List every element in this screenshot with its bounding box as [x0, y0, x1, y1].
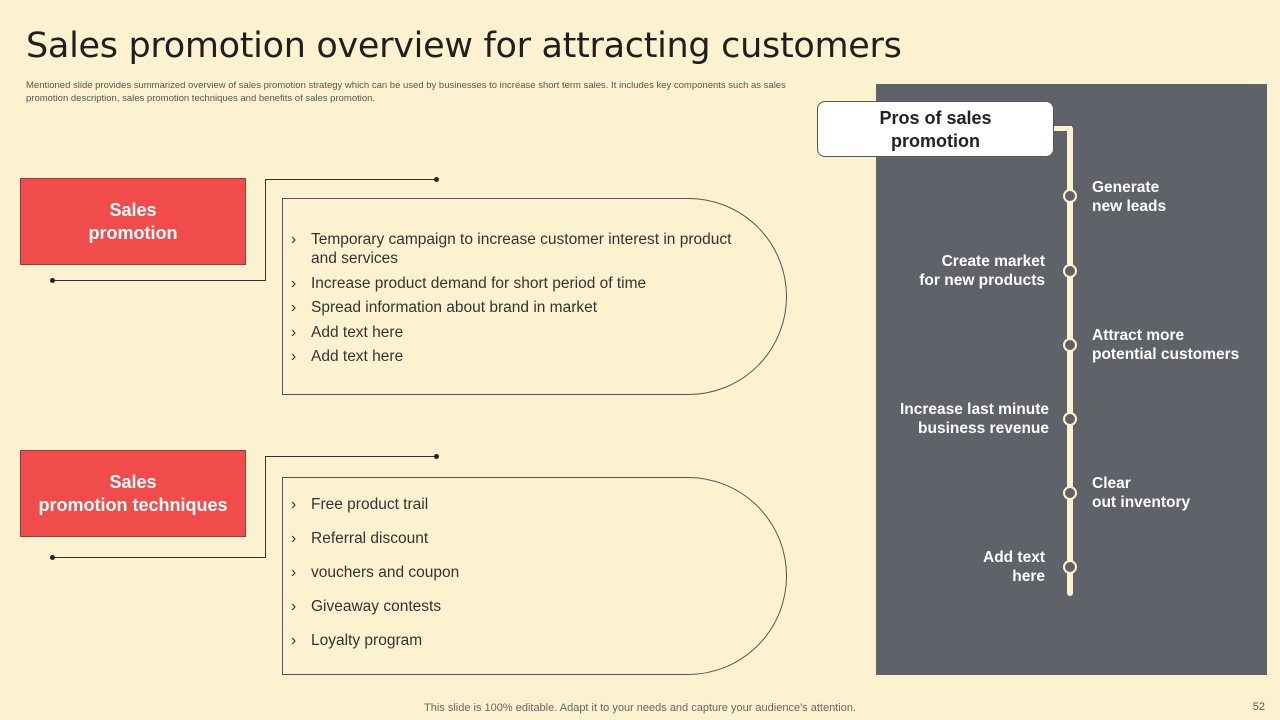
list-item: Referral discount [291, 529, 761, 548]
list-item: Giveaway contests [291, 597, 761, 616]
list-item: Add text here [291, 323, 761, 342]
pros-title-box: Pros of sales promotion [817, 101, 1054, 157]
section2-description-container [282, 477, 787, 675]
pros-title-line1: Pros of sales [879, 108, 992, 128]
list-item: Free product trail [291, 495, 761, 514]
pro-item-generate-leads: Generate new leads [1092, 178, 1166, 216]
pro-item-create-market: Create market for new products [919, 252, 1045, 290]
techniques-list: Free product trail Referral discount vou… [291, 495, 761, 665]
sales-promotion-label-line2: promotion [88, 222, 178, 243]
list-item: Temporary campaign to increase customer … [291, 230, 761, 268]
techniques-label-line2: promotion techniques [38, 494, 228, 515]
pro-item-line2: new leads [1092, 198, 1167, 215]
timeline-dot [1063, 189, 1077, 203]
page-subtitle: Mentioned slide provides summarized over… [26, 80, 786, 104]
pro-item-line2: out inventory [1092, 494, 1191, 511]
pro-item-increase-revenue: Increase last minute business revenue [900, 400, 1049, 438]
pro-item-line1: Increase last minute [899, 401, 1049, 418]
pro-item-line1: Generate [1092, 179, 1160, 196]
pro-item-line1: Add text [983, 549, 1045, 566]
section1-top-dot [434, 177, 439, 182]
section1-top-line [265, 179, 437, 180]
list-item: Spread information about brand in market [291, 298, 761, 317]
sales-promotion-list: Temporary campaign to increase customer … [291, 230, 761, 372]
pro-item-clear-inventory: Clear out inventory [1092, 474, 1190, 512]
footer-note: This slide is 100% editable. Adapt it to… [424, 702, 856, 714]
timeline-dot [1063, 412, 1077, 426]
section1-bottom-line [52, 280, 266, 281]
section1-description-container [282, 198, 787, 395]
section1-bottom-dot [50, 278, 55, 283]
pros-title-line2: promotion [891, 131, 980, 151]
section2-top-dot [434, 454, 439, 459]
timeline-dot [1063, 560, 1077, 574]
section1-connector [265, 179, 266, 281]
pro-item-line2: business revenue [918, 420, 1049, 437]
pro-item-line2: for new products [919, 272, 1045, 289]
pros-timeline [1067, 126, 1073, 596]
page-title: Sales promotion overview for attracting … [26, 26, 902, 66]
sales-promotion-box: Sales promotion [20, 178, 246, 265]
pro-item-line2: here [1012, 568, 1045, 585]
section2-bottom-dot [50, 555, 55, 560]
timeline-dot [1063, 486, 1077, 500]
list-item: Add text here [291, 347, 761, 366]
pros-timeline-connector [1052, 126, 1072, 131]
list-item: vouchers and coupon [291, 563, 761, 582]
list-item: Increase product demand for short period… [291, 274, 761, 293]
pro-item-line1: Create market [941, 253, 1045, 270]
timeline-dot [1063, 338, 1077, 352]
techniques-label-line1: Sales [109, 471, 157, 492]
section2-connector [265, 456, 266, 558]
pro-item-line1: Clear [1092, 475, 1131, 492]
page-number: 52 [1252, 701, 1265, 713]
sales-promotion-techniques-box: Sales promotion techniques [20, 450, 246, 537]
list-item: Loyalty program [291, 631, 761, 650]
pro-item-line2: potential customers [1092, 346, 1240, 363]
pro-item-add-text: Add text here [983, 548, 1045, 586]
section2-bottom-line [52, 557, 266, 558]
section2-top-line [265, 456, 437, 457]
pro-item-line1: Attract more [1092, 327, 1185, 344]
sales-promotion-label-line1: Sales [109, 199, 157, 220]
timeline-dot [1063, 264, 1077, 278]
pro-item-attract-customers: Attract more potential customers [1092, 326, 1239, 364]
